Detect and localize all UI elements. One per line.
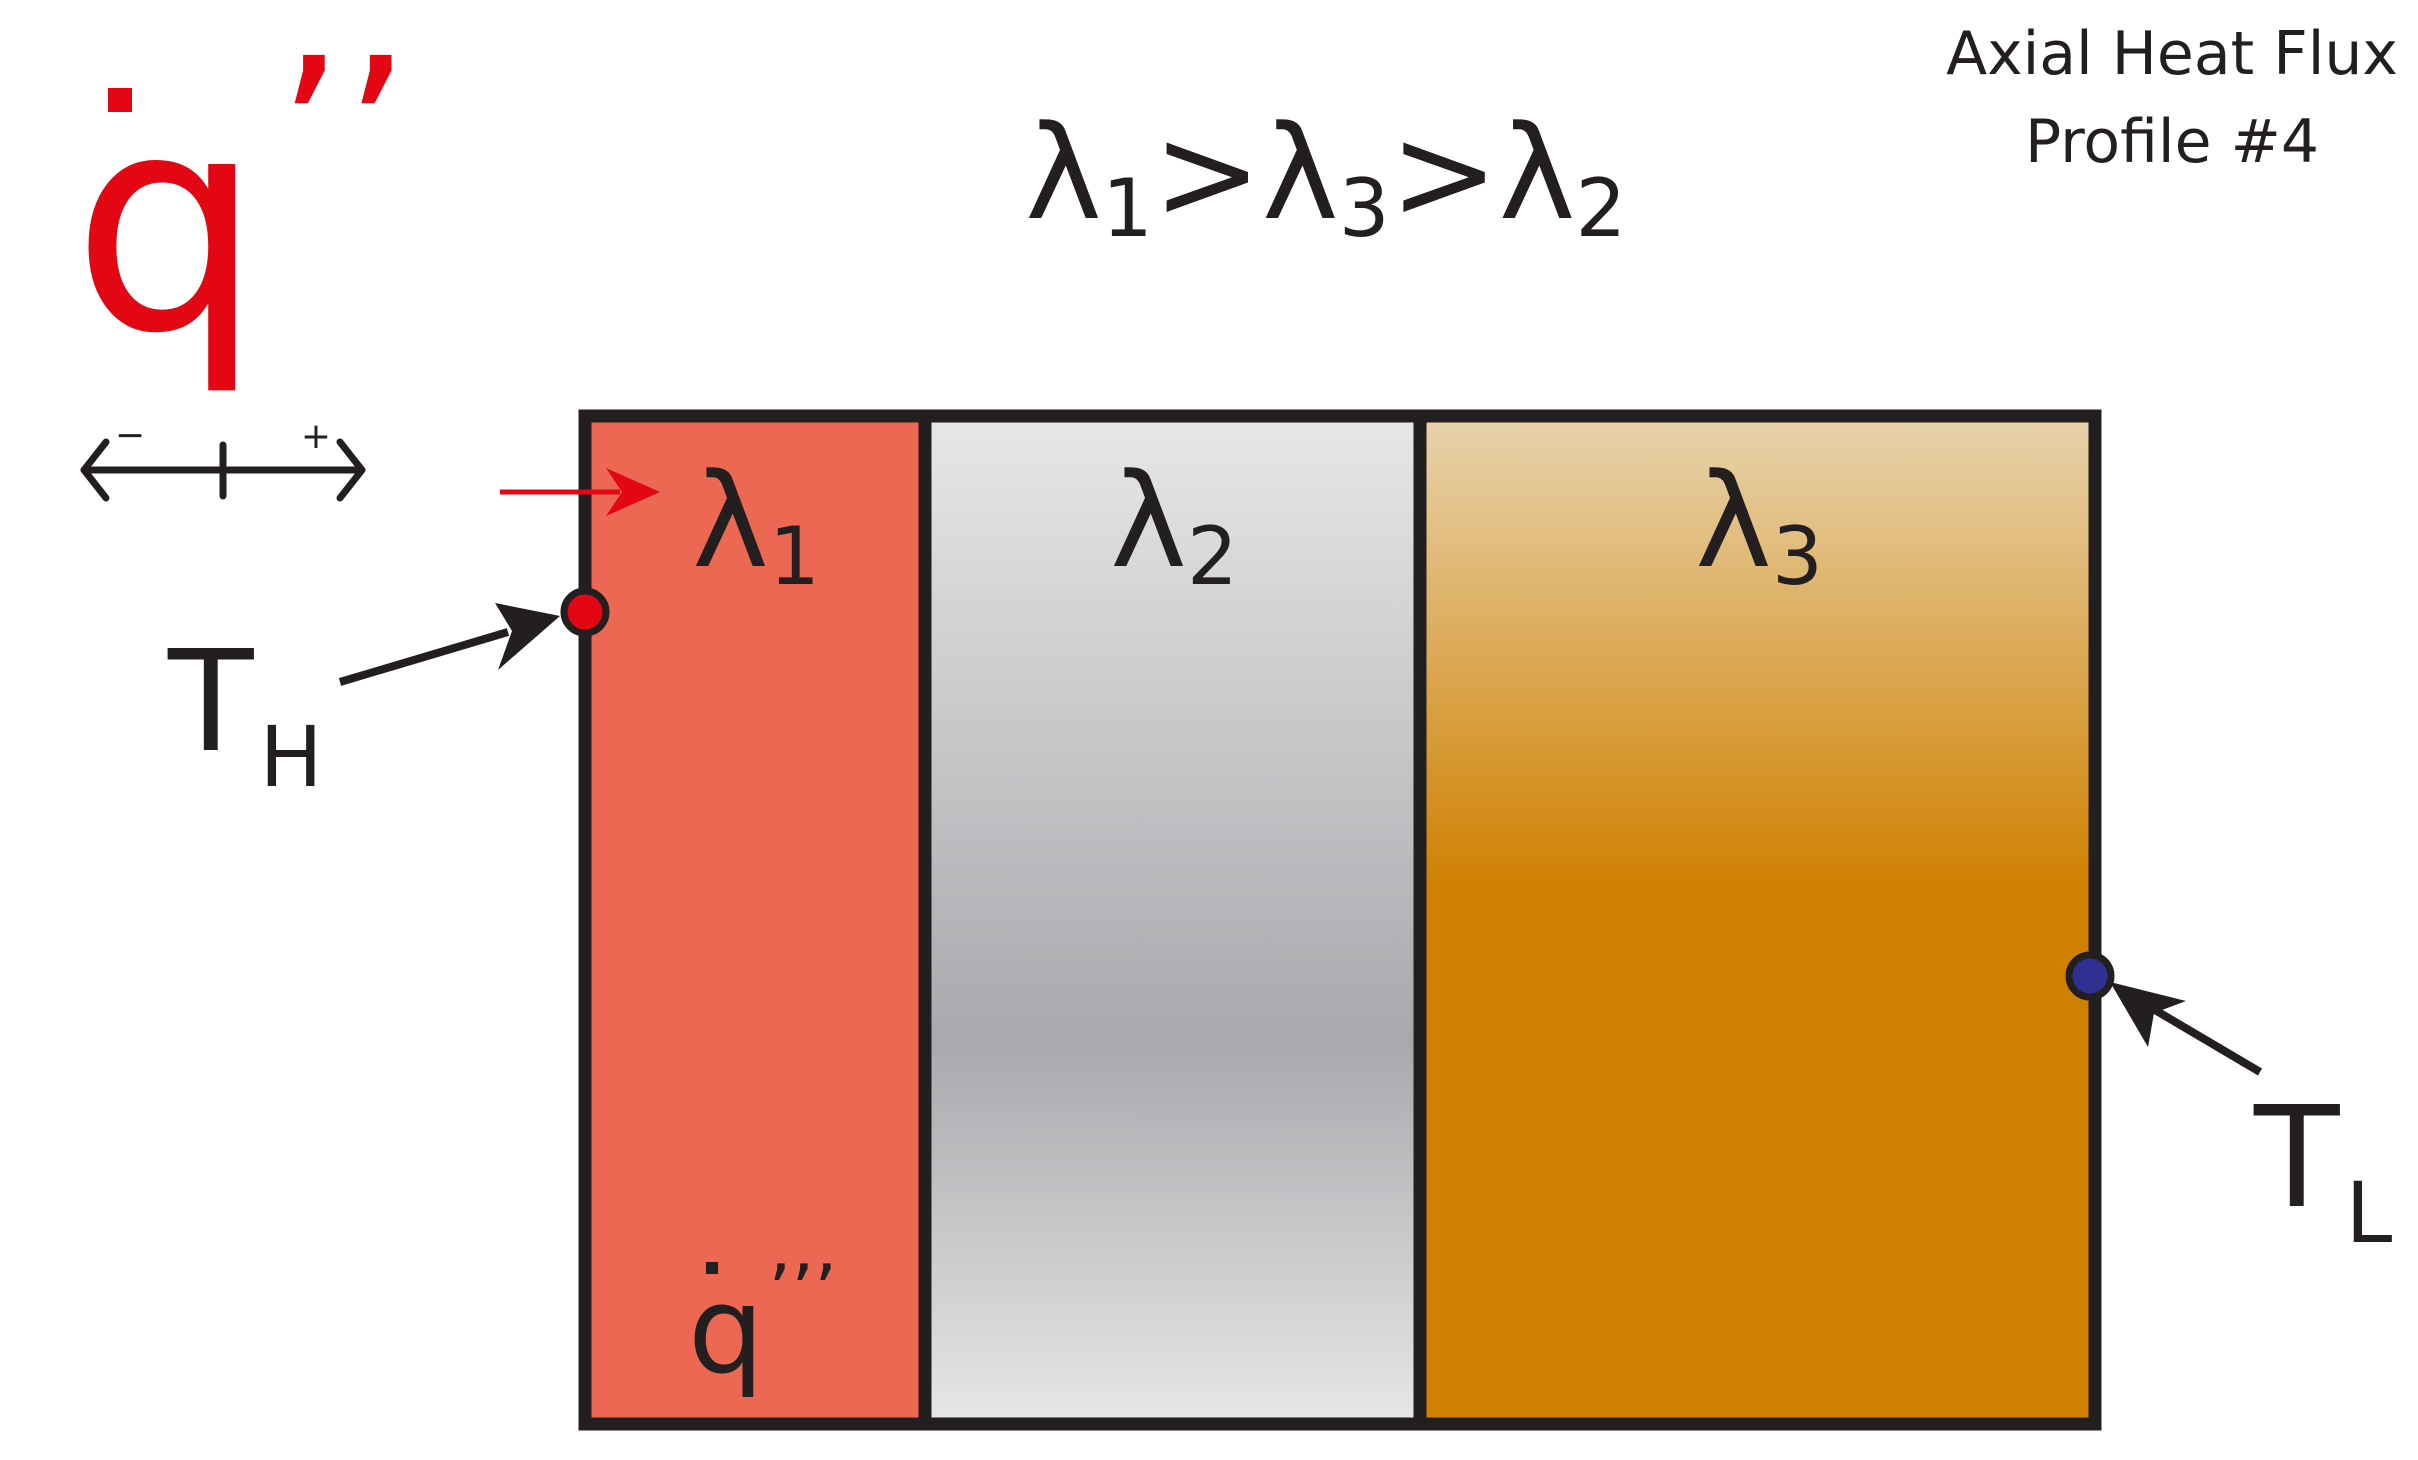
layer-outlines (578, 409, 2102, 1431)
hot-temperature-arrow-icon (495, 603, 560, 670)
layer-3 (1420, 416, 2095, 1424)
greater-than-1: > (1153, 97, 1262, 249)
heat-generation-dot-icon (706, 1262, 718, 1274)
lambda-symbol-a: λ (1025, 97, 1102, 249)
cold-temperature-label: TL (2253, 1077, 2393, 1262)
svg-text:λ1>λ3>λ2: λ1>λ3>λ2 (1025, 97, 1626, 255)
heat-flux-dot-icon (108, 88, 132, 112)
cold-temperature-point-icon (2065, 951, 2115, 1001)
heat-generation-symbol: q (688, 1262, 764, 1401)
layer-1-label: λ1 (692, 445, 820, 603)
heat-flux-primes: ’’ (276, 13, 410, 258)
hot-temperature-marker: TH (167, 587, 610, 806)
lambda-sub-3: 3 (1339, 162, 1390, 255)
heat-generation-primes: ’’’ (768, 1249, 837, 1333)
cold-temperature-marker: TL (2065, 951, 2393, 1262)
incoming-heat-flux-arrow-icon (500, 468, 660, 516)
sign-plus: + (301, 416, 331, 457)
lambda-symbol-c: λ (1499, 97, 1576, 249)
diagram-title-line1: Axial Heat Flux (1946, 19, 2398, 89)
lambda-sub-2: 2 (1576, 162, 1627, 255)
layer-1 (585, 416, 925, 1424)
svg-text:q’’’: q’’’ (688, 1249, 837, 1401)
heat-flux-legend: q’’ − + (72, 13, 410, 502)
svg-text:q’’: q’’ (72, 13, 410, 399)
heat-flux-symbol: q (72, 50, 262, 399)
sign-minus: − (115, 415, 145, 456)
lambda-symbol-b: λ (1262, 97, 1339, 249)
sign-convention-arrow-icon (80, 438, 366, 502)
layer-2-label: λ2 (1110, 445, 1238, 603)
layer-3-label: λ3 (1695, 445, 1823, 603)
hot-temperature-label: TH (167, 621, 323, 806)
conductivity-inequality: λ1>λ3>λ2 (1025, 97, 1626, 255)
layer-2 (925, 416, 1420, 1424)
diagram-title-line2: Profile #4 (2025, 107, 2319, 177)
heat-generation-label: q’’’ (688, 1249, 837, 1401)
lambda-sub-1: 1 (1102, 162, 1153, 255)
hot-temperature-point-icon (560, 587, 610, 637)
greater-than-2: > (1390, 97, 1499, 249)
cold-temperature-arrow-icon (2110, 982, 2186, 1047)
